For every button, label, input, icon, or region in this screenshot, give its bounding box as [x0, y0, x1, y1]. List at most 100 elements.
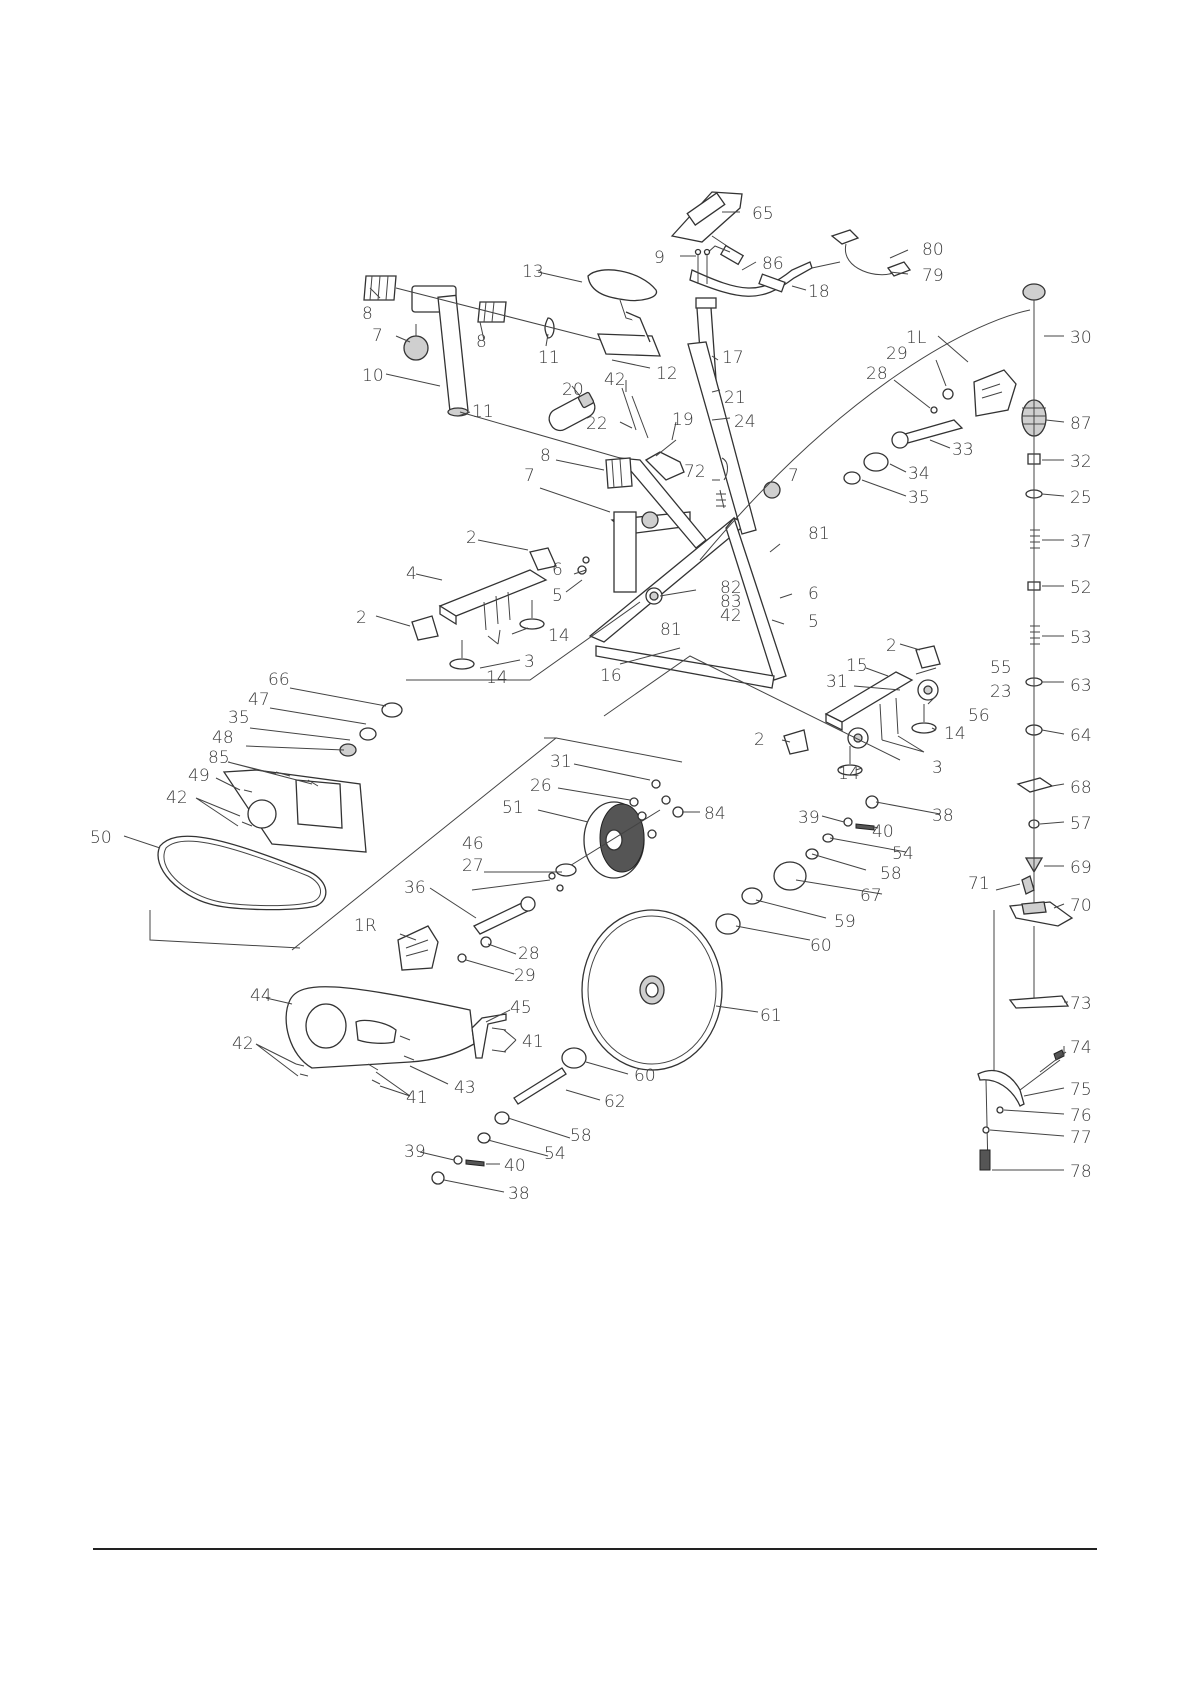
label-41-left: 41 [406, 1088, 428, 1108]
bottle-holder-19 [644, 439, 685, 481]
label-6-a: 6 [552, 560, 563, 580]
rear-stabilizer-15 [824, 671, 914, 732]
front-stabilizer-4 [438, 569, 548, 626]
inner-guard-49 [222, 769, 367, 853]
label-12: 12 [656, 364, 678, 384]
label-26: 26 [530, 776, 552, 796]
label-31-b: 31 [550, 752, 572, 772]
label-81-b: 81 [660, 620, 682, 640]
label-78: 78 [1070, 1162, 1092, 1182]
label-79: 79 [922, 266, 944, 286]
label-4: 4 [406, 564, 417, 584]
label-73: 73 [1070, 994, 1092, 1014]
foot-14-c [837, 746, 863, 776]
label-20: 20 [562, 380, 584, 400]
outer-guard-44 [285, 986, 475, 1069]
label-40-right: 40 [872, 822, 894, 842]
label-2-c: 2 [886, 636, 897, 656]
label-2-b: 2 [356, 608, 367, 628]
brake-stack-parts [1016, 360, 1054, 906]
pedal-1L [973, 369, 1017, 417]
spring-72 [716, 457, 728, 509]
label-10: 10 [362, 366, 384, 386]
label-42-left: 42 [166, 788, 188, 808]
label-85: 85 [208, 748, 230, 768]
label-65: 65 [752, 204, 774, 224]
label-42-bottom: 42 [232, 1034, 254, 1054]
label-13: 13 [522, 262, 544, 282]
washer-28-29-a [930, 388, 954, 414]
label-76: 76 [1070, 1106, 1092, 1126]
label-51: 51 [502, 798, 524, 818]
label-29-bottom: 29 [514, 966, 536, 986]
part-labels: 65 9 86 80 79 13 18 8 7 8 11 12 17 10 42… [90, 204, 1092, 1204]
label-38-bottom: 38 [508, 1184, 530, 1204]
brake-knob-30 [1022, 283, 1046, 372]
label-11-bottom: 11 [472, 402, 494, 422]
label-75: 75 [1070, 1080, 1092, 1100]
foot-14-b [519, 600, 545, 630]
label-5-a: 5 [552, 586, 563, 606]
label-27: 27 [462, 856, 484, 876]
endcap-2-c [915, 645, 941, 669]
knob-7-upper [403, 324, 429, 361]
label-35-top: 35 [908, 488, 930, 508]
label-17: 17 [722, 348, 744, 368]
clip-11 [544, 317, 555, 339]
axle-46 [555, 809, 661, 877]
label-9: 9 [654, 248, 665, 268]
label-23: 23 [990, 682, 1012, 702]
pedal-1R [397, 925, 439, 971]
label-86: 86 [762, 254, 784, 274]
label-14-a: 14 [548, 626, 570, 646]
label-58-right: 58 [880, 864, 902, 884]
brake-pad-73 [1008, 995, 1070, 1009]
label-87: 87 [1070, 414, 1092, 434]
label-39-bottom: 39 [404, 1142, 426, 1162]
label-64: 64 [1070, 726, 1092, 746]
axle-62 [513, 1067, 567, 1105]
label-14-d: 14 [838, 764, 860, 784]
crank-36 [473, 896, 536, 935]
seat-axis-line [395, 287, 601, 341]
label-69: 69 [1070, 858, 1092, 878]
label-18: 18 [808, 282, 830, 302]
label-44: 44 [250, 986, 272, 1006]
label-71: 71 [968, 874, 990, 894]
label-62: 62 [604, 1092, 626, 1112]
label-37: 37 [1070, 532, 1092, 552]
console-part [670, 191, 743, 253]
nuts-26-31-84 [548, 779, 684, 892]
label-2-d: 2 [754, 730, 765, 750]
label-56: 56 [968, 706, 990, 726]
washer-5-6-a [577, 556, 590, 575]
label-72: 72 [684, 462, 706, 482]
label-81-a: 81 [808, 524, 830, 544]
label-61: 61 [760, 1006, 782, 1026]
bearing-34-35 [843, 452, 889, 485]
label-8-frame: 8 [540, 446, 551, 466]
label-40-bottom: 40 [504, 1156, 526, 1176]
label-6-b: 6 [808, 584, 819, 604]
label-31-a: 31 [826, 672, 848, 692]
label-74: 74 [1070, 1038, 1092, 1058]
label-54-bottom: 54 [544, 1144, 566, 1164]
label-19: 19 [672, 410, 694, 430]
label-60-right: 60 [810, 936, 832, 956]
washers-28-29-b [457, 936, 492, 963]
knob-7-mid [641, 511, 659, 529]
label-59: 59 [834, 912, 856, 932]
endcap-2-a [529, 547, 557, 571]
brake-bracket-75 [977, 1049, 1067, 1171]
label-47: 47 [248, 690, 270, 710]
pulley-51 [583, 801, 645, 879]
label-28-top: 28 [866, 364, 888, 384]
seat-tube-8 [605, 457, 633, 489]
label-83: 83 [720, 592, 742, 612]
label-7-upper: 7 [372, 326, 383, 346]
label-46: 46 [462, 834, 484, 854]
label-33: 33 [952, 440, 974, 460]
label-52: 52 [1070, 578, 1092, 598]
saddle-part [587, 269, 658, 323]
knob-7-right [763, 481, 781, 499]
